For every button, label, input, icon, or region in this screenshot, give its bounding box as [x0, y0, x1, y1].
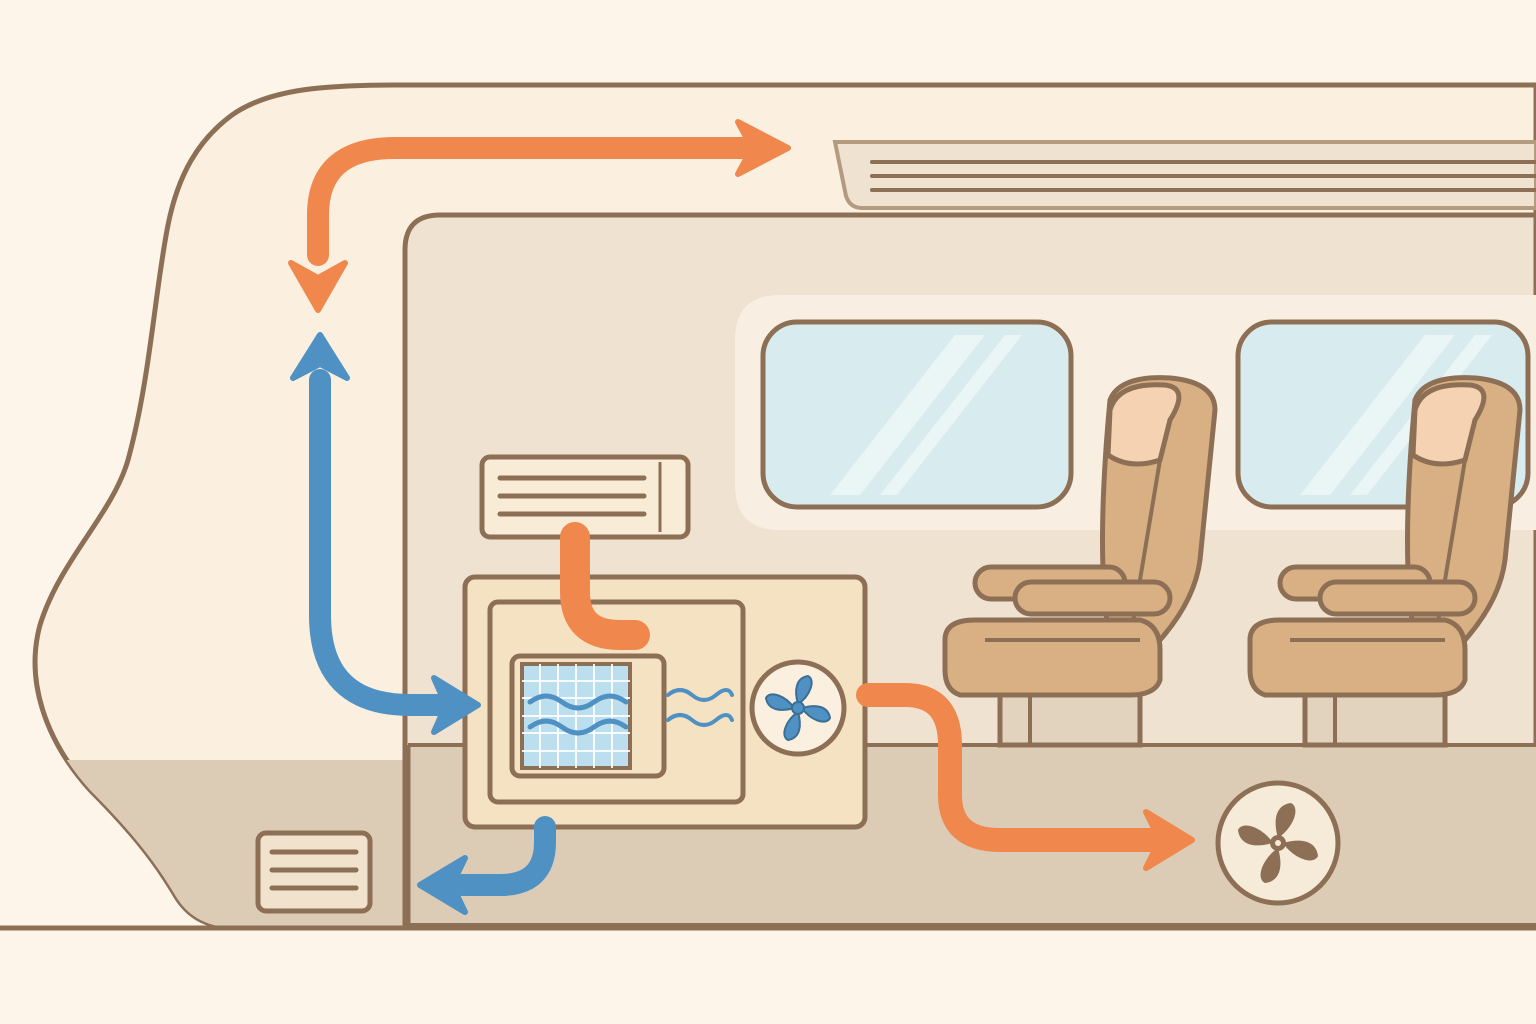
duct-icon [560, 522, 650, 650]
fan-icon [1215, 780, 1341, 906]
arrow-up-icon [290, 332, 449, 716]
seat-icon [942, 375, 1218, 748]
heat-exchanger-icon [509, 653, 734, 779]
arrow-right-icon [431, 675, 481, 735]
seat-icon [1247, 375, 1523, 748]
arrow-right-icon [856, 683, 1195, 871]
arrow-down-icon [288, 260, 348, 313]
vent-grille-icon [479, 454, 691, 540]
window-icon [760, 319, 1074, 510]
ceiling-vent [832, 140, 1536, 210]
fan-icon [749, 659, 847, 757]
arrow-right-icon [307, 119, 791, 266]
arrow-left-icon [417, 816, 556, 915]
vent-grille-icon [255, 830, 373, 914]
